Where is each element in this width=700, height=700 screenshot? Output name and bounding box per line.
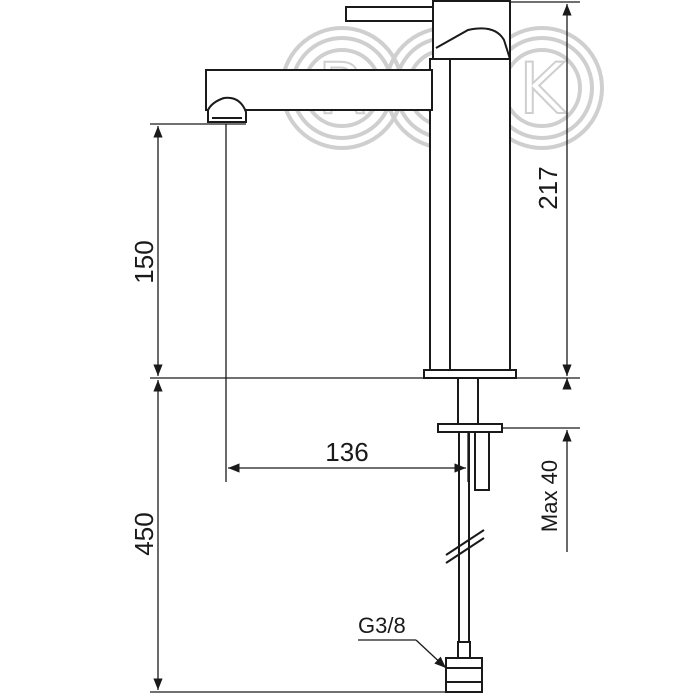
faucet-body [429,58,511,371]
mounting-rod [457,377,479,425]
break-mark-2 [445,537,485,564]
mounting-washer [437,423,503,433]
dimension-lines [153,4,572,690]
faucet-outline [205,0,517,693]
lever-handle [345,6,439,22]
hose-ferrule [457,641,471,659]
aerator [207,96,247,123]
connection-label: G3/8 [358,613,406,638]
spout [205,69,433,111]
dim-label-150: 150 [129,240,159,283]
dim-label-max40: Max 40 [537,460,562,532]
extension-lines [150,1,580,693]
hex-nut [445,657,483,693]
dim-label-136: 136 [325,437,368,467]
dim-label-450: 450 [129,512,159,555]
dim-label-217: 217 [533,166,563,209]
base-flange [423,369,517,379]
connection-callout: G3/8 [358,613,447,669]
housing-contour [435,27,511,60]
break-mark-1 [445,529,485,556]
fixing-stud [474,431,490,491]
watermark-letter-k: K [519,48,567,130]
